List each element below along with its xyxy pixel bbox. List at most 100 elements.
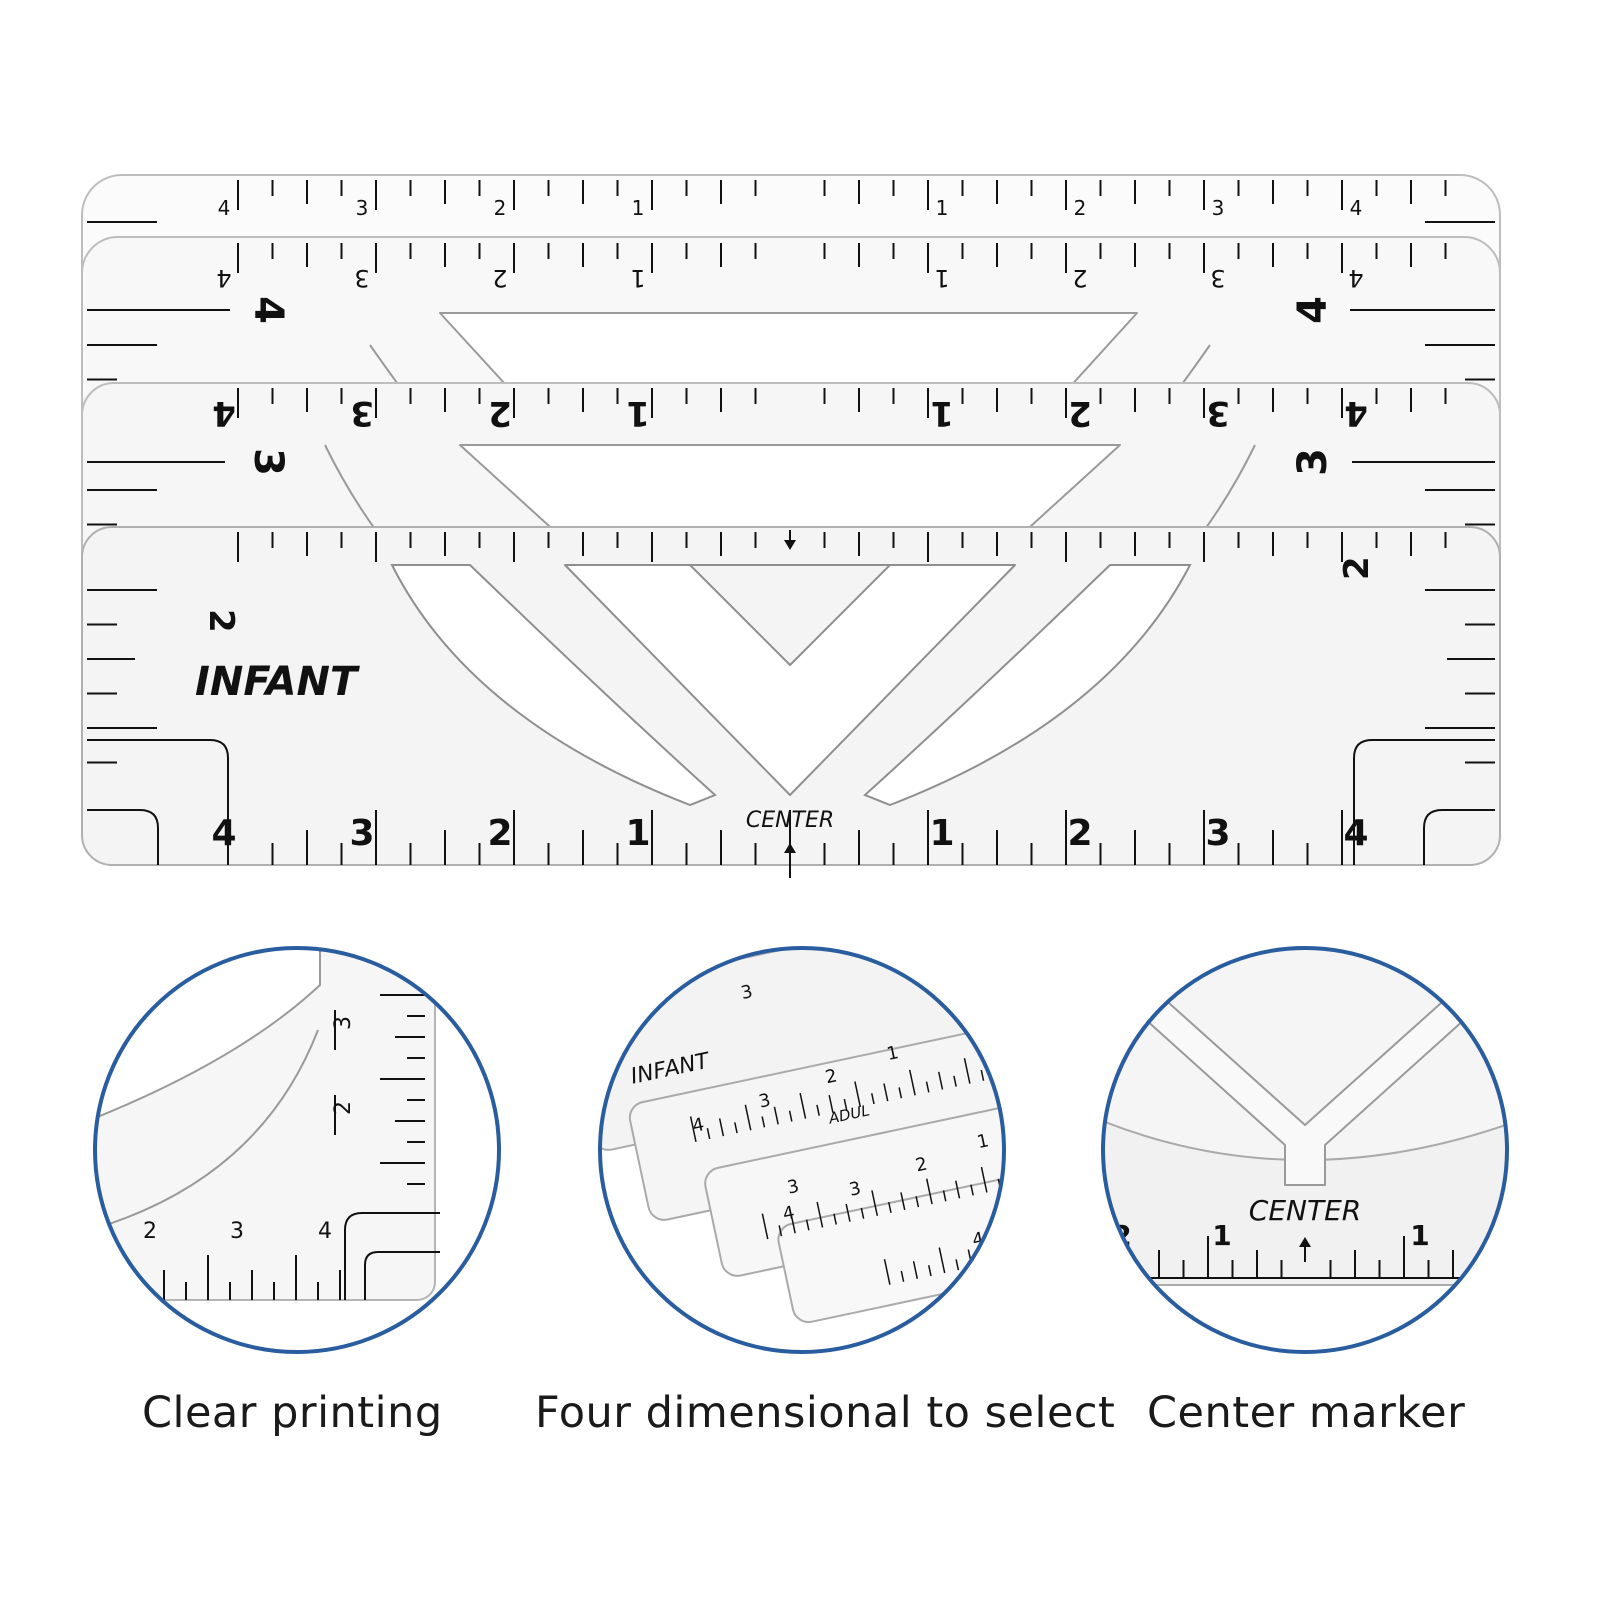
ruler-number: 2 <box>1074 196 1087 220</box>
ruler-number: 2 <box>487 813 512 854</box>
ruler-tick <box>955 1180 961 1199</box>
c2-num: 3 <box>757 1090 773 1113</box>
ruler-tick <box>860 1207 865 1219</box>
ruler-tick <box>870 1093 875 1105</box>
ruler-tick <box>706 1128 711 1140</box>
ruler-number: 3 <box>1210 264 1225 292</box>
ruler-tick <box>970 1184 974 1196</box>
c1-h-number-4: 4 <box>318 1219 332 1244</box>
ruler-tick <box>963 1058 971 1084</box>
ruler-tick <box>1026 1173 1028 1184</box>
ruler-tick <box>843 1098 848 1111</box>
c1-number-2: 2 <box>331 1101 356 1115</box>
ruler-tick <box>927 1265 932 1277</box>
size-label: INFANT <box>195 659 360 705</box>
ruler-tick <box>982 1253 987 1265</box>
side-number-3-left: 3 <box>245 448 291 476</box>
ruler-tick <box>1066 1236 1068 1247</box>
ruler-number: 1 <box>626 393 650 433</box>
ruler-tick <box>925 1081 930 1093</box>
c2-num: 4 <box>691 1114 707 1137</box>
ruler-number: 2 <box>1072 264 1087 292</box>
ruler-tick <box>883 1259 891 1285</box>
ruler-number: 1 <box>930 393 954 433</box>
ruler-tick <box>887 1201 892 1214</box>
ruler-tick <box>833 1213 837 1225</box>
ruler-number: 4 <box>1348 264 1363 292</box>
c1-h-number-3: 3 <box>230 1219 244 1244</box>
ruler-tick <box>790 1215 796 1234</box>
side-number-4-left: 4 <box>245 296 291 324</box>
ruler-tick <box>1011 1169 1015 1187</box>
ruler-tick <box>799 1092 807 1119</box>
ruler-tick <box>871 1190 879 1216</box>
ruler-tick <box>993 1235 1001 1262</box>
ruler-tick <box>854 1081 862 1108</box>
ruler-tick <box>925 1178 933 1205</box>
c2-num: 1 <box>975 1130 991 1153</box>
ruler-tick <box>788 1110 793 1122</box>
ruler-number: 3 <box>1206 393 1230 433</box>
ruler-number: 4 <box>1344 393 1368 433</box>
c2-num: 1 <box>885 1042 901 1065</box>
c1-number-3: 3 <box>331 1016 356 1030</box>
ruler-number: 4 <box>1350 196 1363 220</box>
ruler-tick <box>734 1122 738 1134</box>
ruler-tick <box>744 1104 752 1131</box>
ruler-number: 1 <box>625 813 650 854</box>
side-number-2-left: 2 <box>201 609 241 633</box>
caption-clear-printing: Clear printing <box>142 1388 443 1438</box>
detail-four-dimensional: INFANT ADUL 4 3 2 1 3 4 3 2 1 4 3 <box>598 946 1082 1354</box>
ruler-tick <box>1078 1226 1082 1244</box>
ruler-number: 2 <box>494 196 507 220</box>
ruler-tick <box>689 1116 697 1143</box>
c3-center-arrow-icon <box>1299 1237 1311 1262</box>
ruler-number: 3 <box>354 264 369 292</box>
ruler-tick <box>1011 1248 1013 1259</box>
ruler-number: 1 <box>630 264 645 292</box>
ruler-tick <box>1038 1242 1040 1253</box>
caption-center-marker: Center marker <box>1147 1388 1466 1438</box>
ruler-number: 2 <box>1067 813 1092 854</box>
ruler-number: 3 <box>349 813 374 854</box>
ruler-tick <box>805 1219 810 1231</box>
ruler-tick <box>718 1118 725 1137</box>
side-number-2-right: 2 <box>1337 556 1377 580</box>
ruler-tick <box>1049 1224 1054 1249</box>
center-arrow-icon <box>784 843 796 878</box>
ruler-tick <box>938 1247 946 1274</box>
ruler-tick <box>900 1192 906 1211</box>
ruler-tick <box>908 1069 916 1096</box>
caption-four-dimensional: Four dimensional to select <box>535 1388 1116 1438</box>
detail-center-marker: CENTER 2 1 1 <box>1101 946 1509 1354</box>
ruler-tick <box>938 1071 944 1090</box>
ruler-tick <box>761 1116 766 1128</box>
ruler-number: 4 <box>211 813 236 854</box>
ruler-number: 2 <box>492 264 507 292</box>
c1-h-number-2: 2 <box>143 1219 157 1244</box>
ruler-tick <box>915 1196 920 1208</box>
c2-num: 3 <box>785 1176 801 1199</box>
ruler-tick <box>900 1270 905 1282</box>
ruler-tick <box>942 1190 947 1202</box>
c3-center-label: CENTER <box>1249 1194 1361 1227</box>
ruler-number: 4 <box>218 196 231 220</box>
ruler-tick <box>816 1104 820 1116</box>
ruler-tick <box>1023 1238 1027 1256</box>
c2-num: 2 <box>914 1154 930 1177</box>
side-number-3-right: 3 <box>1290 448 1336 476</box>
c2-num: 3 <box>739 981 755 1004</box>
ruler-number: 2 <box>1068 393 1092 433</box>
c2-num: 3 <box>847 1178 863 1201</box>
c2-num: 2 <box>823 1065 839 1088</box>
ruler-tick <box>883 1083 889 1102</box>
c2-num: 4 <box>781 1202 797 1225</box>
ruler-number: 4 <box>216 264 231 292</box>
ruler-number: 1 <box>934 264 949 292</box>
ruler-tick <box>761 1213 769 1240</box>
c3-number-1-right: 1 <box>1410 1219 1429 1252</box>
ruler-tick <box>898 1087 903 1099</box>
ruler-number: 3 <box>356 196 369 220</box>
ruler-number: 4 <box>212 393 236 433</box>
